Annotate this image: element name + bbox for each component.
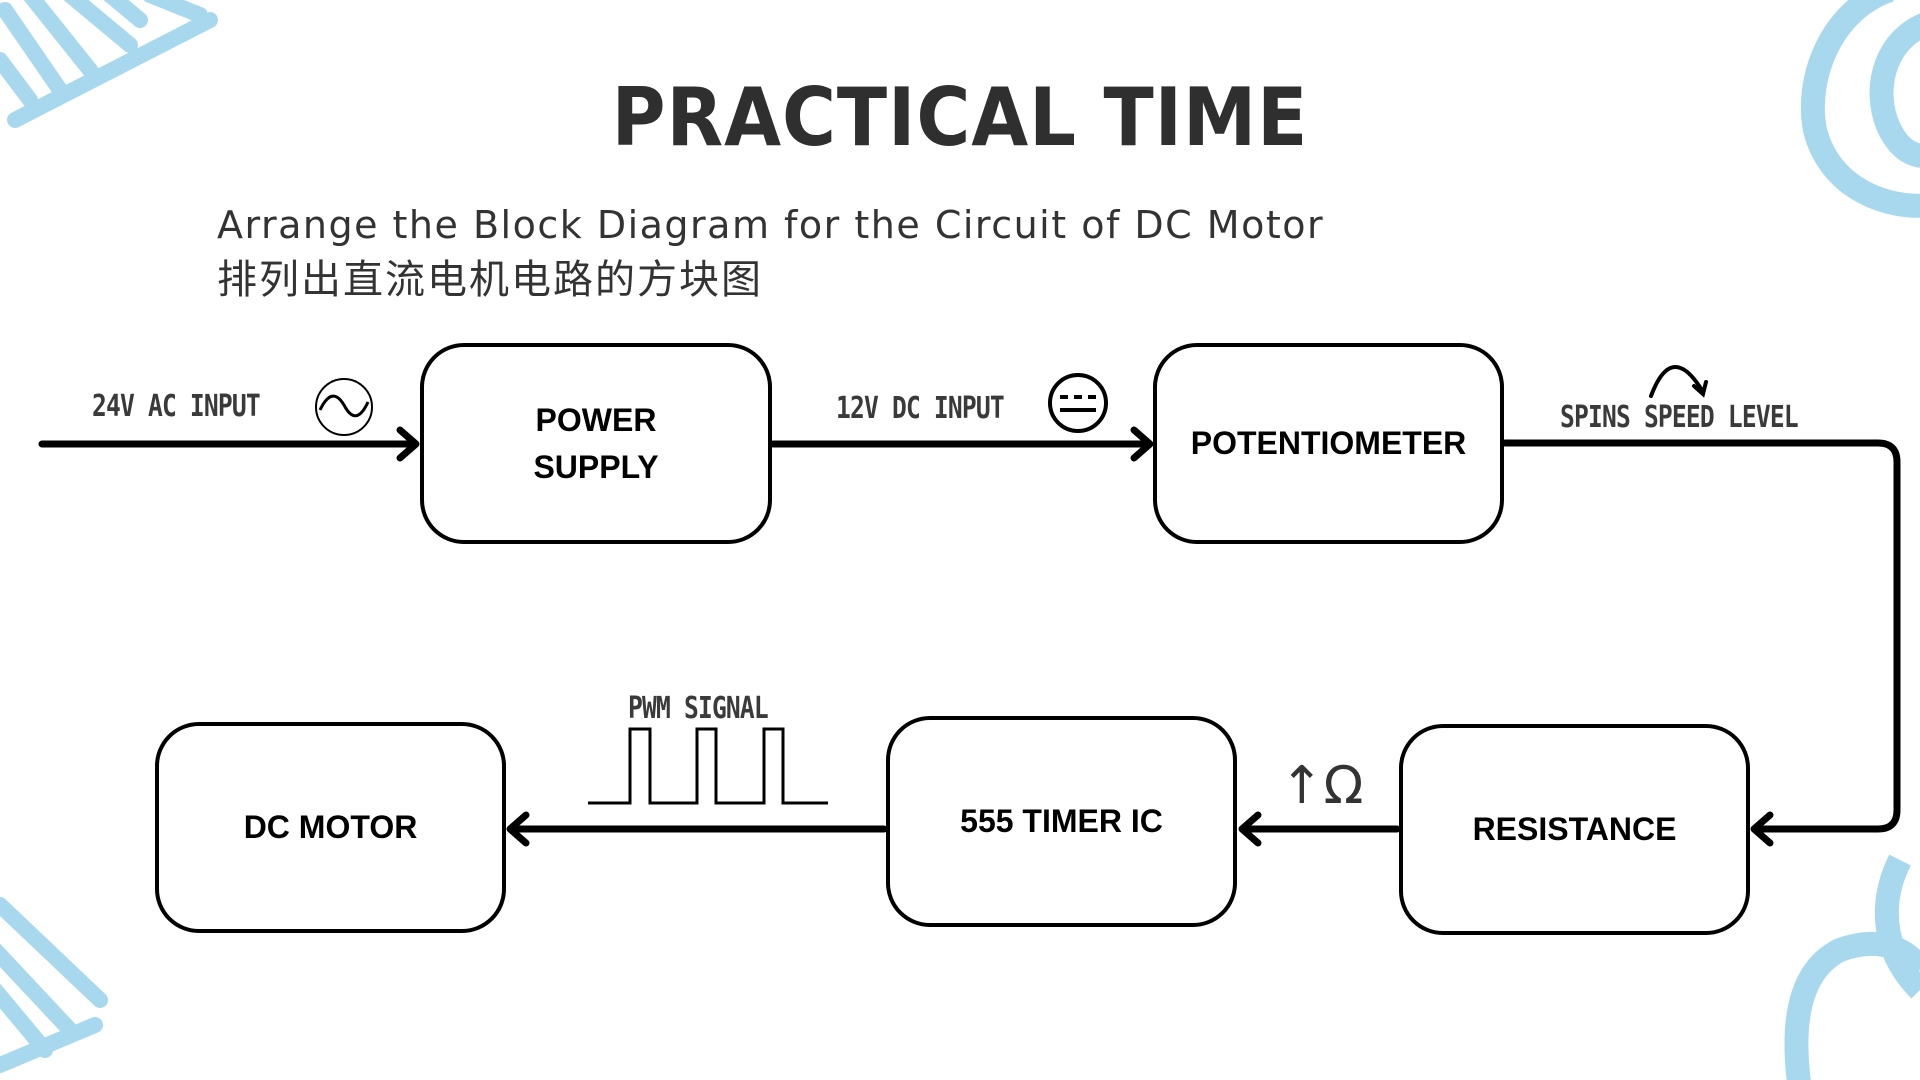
- block-potentiometer[interactable]: POTENTIOMETER: [1153, 343, 1504, 544]
- block-555-timer[interactable]: 555 TIMER IC: [886, 716, 1237, 927]
- label-dc-input: 12V DC INPUT: [836, 391, 1005, 426]
- block-label: 555 TIMER IC: [960, 803, 1163, 840]
- block-label: DC MOTOR: [243, 809, 418, 846]
- label-pwm-signal: PWM SIGNAL: [628, 691, 769, 726]
- arrowhead-resistance: [1750, 811, 1774, 847]
- block-label: POWER SUPPLY: [533, 402, 659, 485]
- decor-spiral-top-right: [1800, 0, 1920, 218]
- label-ac-input: 24V AC INPUT: [92, 389, 261, 424]
- pwm-wave-icon: [588, 727, 828, 805]
- arrow-spins-speed: [1501, 439, 1901, 833]
- slide-title: PRACTICAL TIME: [611, 71, 1309, 164]
- block-power-supply[interactable]: POWER SUPPLY: [420, 343, 772, 544]
- decor-scribble-top-left: [0, 0, 218, 128]
- label-spins-speed-level: SPINS SPEED LEVEL: [1560, 400, 1799, 435]
- block-label: POTENTIOMETER: [1190, 425, 1467, 462]
- ac-sine-icon: [315, 378, 373, 436]
- decor-scribble-bottom-right: [1784, 854, 1920, 1080]
- block-resistance[interactable]: RESISTANCE: [1399, 724, 1750, 935]
- arrowhead-ac-input: [396, 426, 420, 462]
- block-label: RESISTANCE: [1472, 811, 1677, 848]
- arrowhead-dc-motor: [506, 811, 530, 847]
- dc-symbol-icon: [1048, 373, 1108, 433]
- curved-arrow-icon: [1649, 365, 1708, 398]
- arrowhead-dc-input: [1130, 426, 1154, 462]
- decor-scribble-bottom-left: [0, 897, 108, 1073]
- subtitle-english: Arrange the Block Diagram for the Circui…: [217, 203, 1325, 247]
- subtitle-chinese: 排列出直流电机电路的方块图: [217, 257, 763, 303]
- arrowhead-timer: [1238, 811, 1262, 847]
- label-resistance-increase: ↑Ω: [1280, 756, 1364, 816]
- block-dc-motor[interactable]: DC MOTOR: [155, 722, 506, 933]
